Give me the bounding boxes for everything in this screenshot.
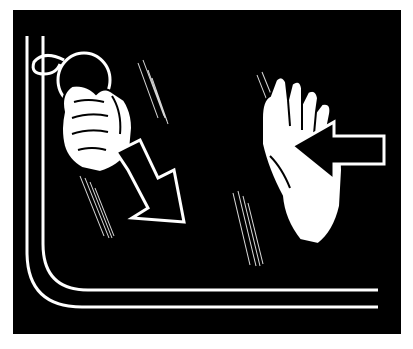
illustration: [0, 0, 413, 345]
instruction-diagram: [0, 0, 413, 345]
